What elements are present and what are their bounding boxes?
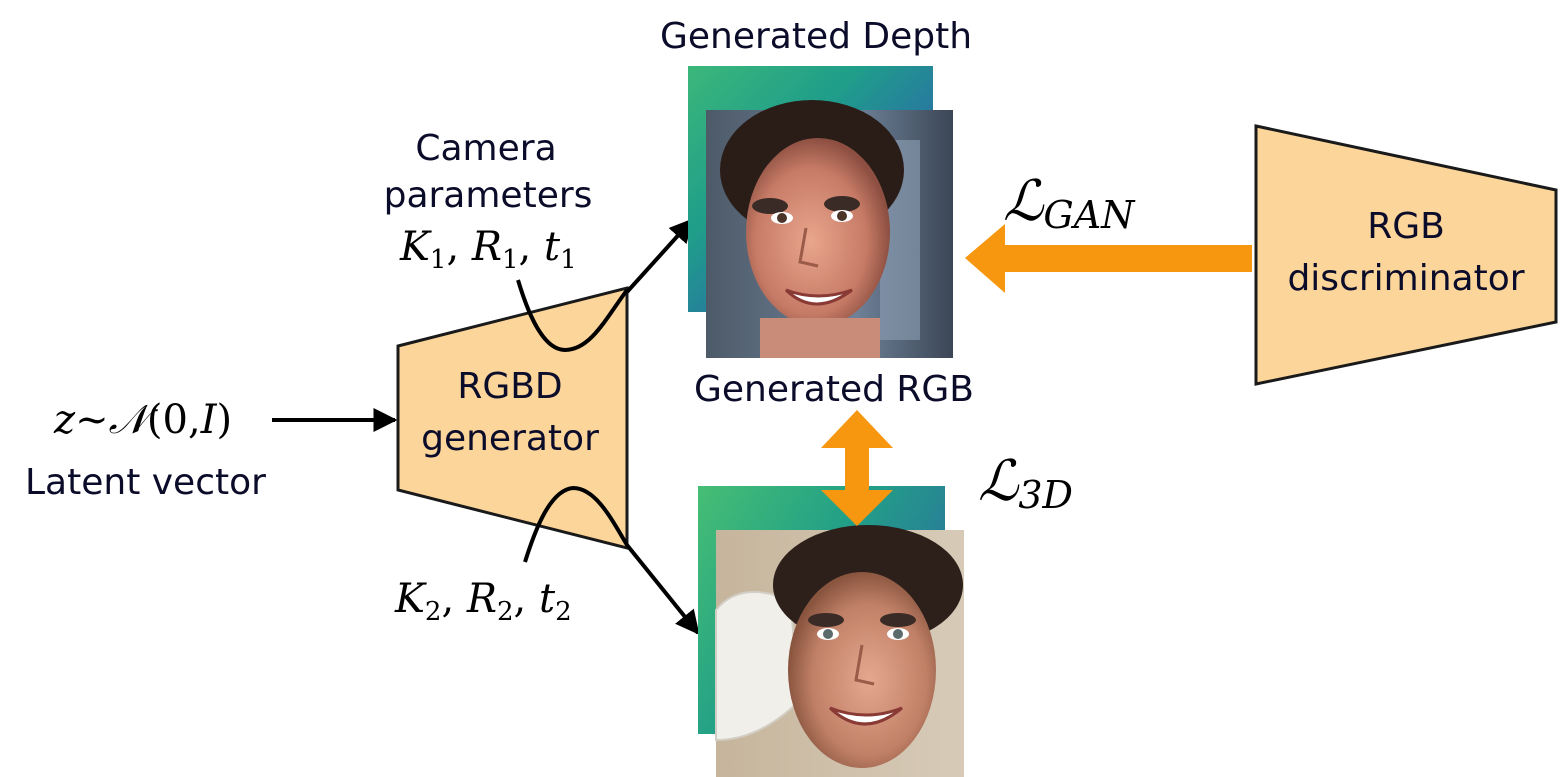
rgb-discriminator: RGB discriminator [1254, 124, 1558, 386]
camera2-formula: K2, R2, t2 [394, 576, 572, 627]
output-view-2 [698, 486, 964, 777]
camera-params-2: K2, R2, t2 [394, 485, 629, 627]
generated-rgb-image-2 [715, 525, 964, 777]
discriminator-label-line2: discriminator [1287, 258, 1524, 299]
generator-label-line2: generator [421, 418, 599, 459]
discriminator-block [1254, 124, 1558, 386]
camera2-curve [523, 485, 629, 563]
loss-3d-label: ℒ3D [978, 449, 1073, 517]
loss-gan-arrow [965, 224, 1252, 293]
loss-3d-double-arrow [821, 410, 893, 526]
camera1-formula: K1, R1, t1 [399, 224, 577, 275]
latent-vector-label: Latent vector [25, 462, 266, 503]
loss-3d-arrow [821, 410, 893, 526]
output-view-1: Generated Depth Generated RGB [660, 16, 974, 410]
camera-caption-line1: Camera [415, 128, 556, 169]
generator-to-output2-arrow [625, 543, 700, 635]
latent-input: z~𝒩(0,I) Latent vector [25, 397, 398, 503]
generated-rgb-image-1 [706, 100, 953, 358]
camera-caption-line2: parameters [384, 175, 593, 216]
rgbd-generator: RGBD generator [396, 286, 629, 550]
loss-gan-left-arrow [965, 224, 1252, 293]
camera-params-1: Camera parameters K1, R1, t1 [384, 128, 629, 353]
generated-depth-title: Generated Depth [660, 16, 972, 57]
generated-rgb-title: Generated RGB [694, 369, 974, 410]
generator-label-line1: RGBD [457, 366, 562, 407]
loss-gan-label: ℒGAN [1003, 169, 1136, 237]
camera1-curve [516, 279, 629, 353]
generator-to-output1-arrow [625, 218, 694, 294]
latent-formula: z~𝒩(0,I) [53, 397, 232, 443]
discriminator-label-line1: RGB [1367, 206, 1445, 247]
